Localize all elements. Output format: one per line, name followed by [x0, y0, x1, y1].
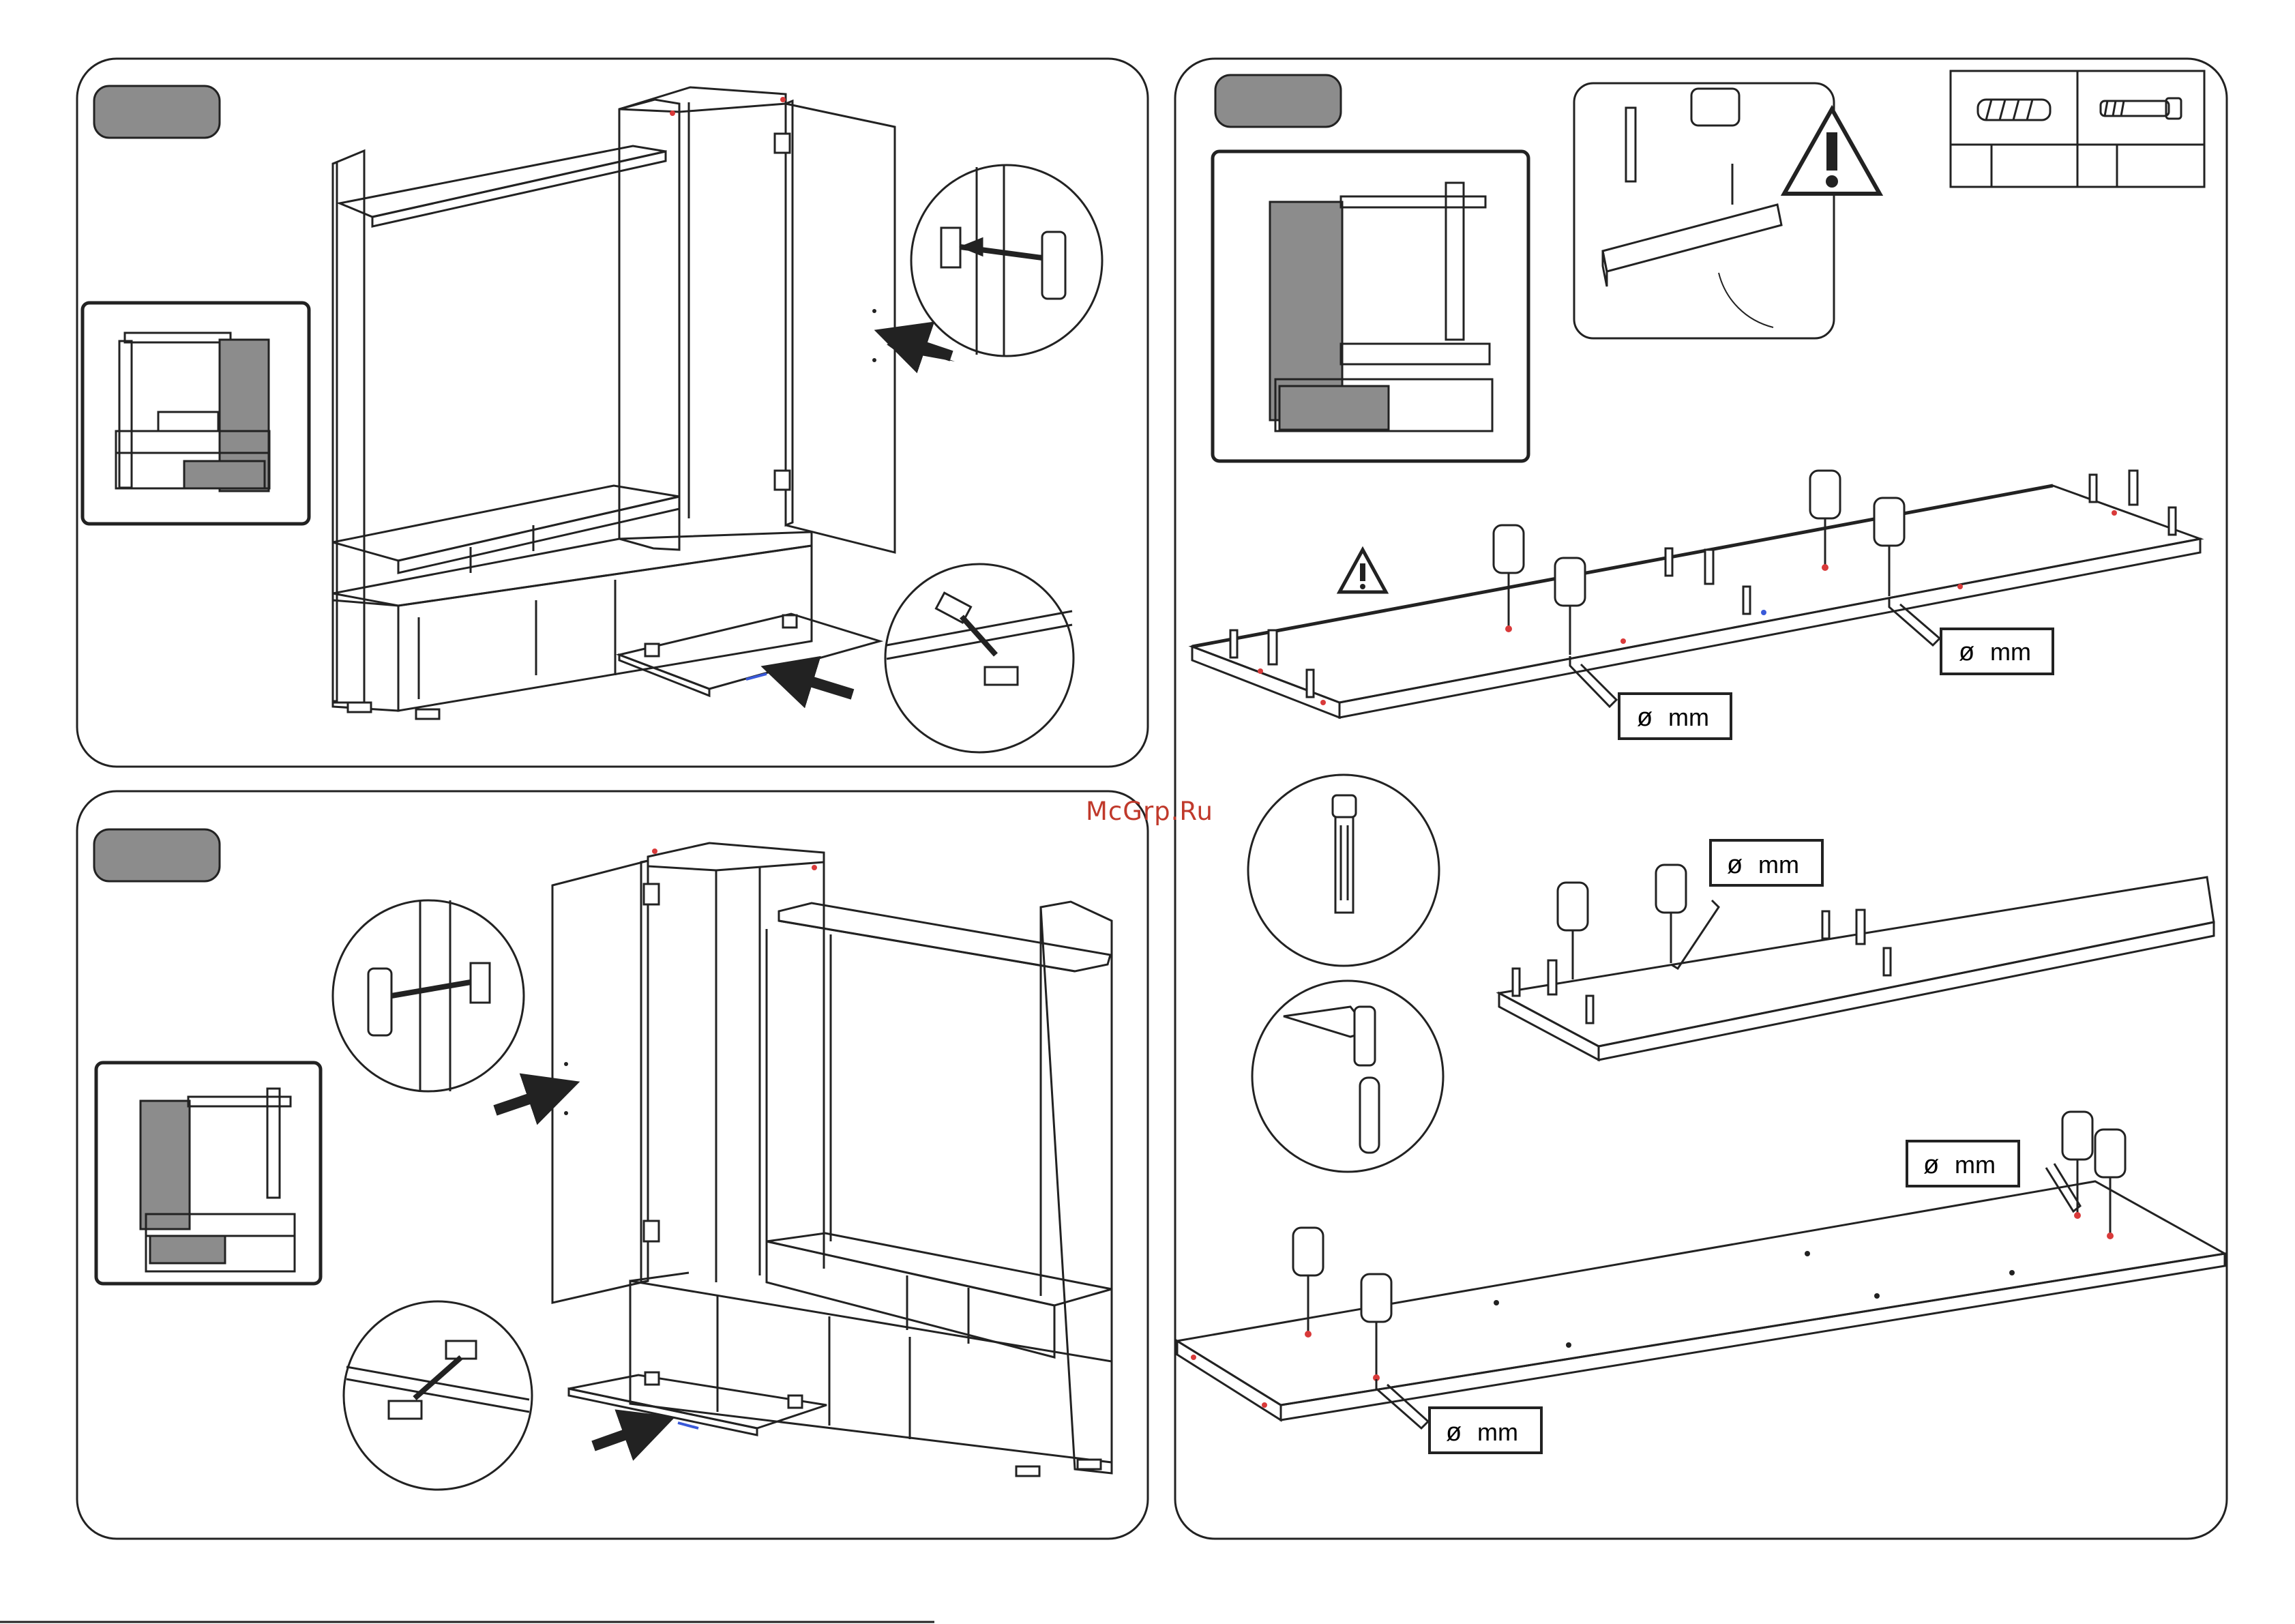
fitting-markers	[1258, 510, 2117, 705]
warning-icon	[1339, 550, 1386, 592]
arrow-icon	[495, 1089, 559, 1110]
warning-icon	[1784, 109, 1880, 194]
svg-text:mm: mm	[1668, 703, 1709, 731]
svg-text:ø: ø	[1446, 1418, 1462, 1447]
step-badge	[94, 829, 220, 881]
svg-text:mm: mm	[1955, 1151, 1996, 1179]
watermark: McGrp.Ru	[1086, 797, 1213, 826]
cam-bolt-icon	[2101, 98, 2181, 119]
fitting-markers	[670, 97, 876, 679]
hardware-table	[1951, 71, 2204, 187]
svg-text:ø: ø	[1923, 1151, 1939, 1179]
drilling-caution-box	[1574, 83, 1834, 338]
drill-icon	[1558, 865, 1686, 979]
svg-text:ø: ø	[1637, 703, 1653, 732]
fitting-markers	[564, 848, 817, 1428]
hinge-detail-circle-bottom	[344, 1301, 532, 1490]
svg-text:mm: mm	[1758, 851, 1799, 879]
board-3	[1177, 1181, 2225, 1420]
board-2	[1499, 877, 2214, 1060]
drill-icon	[1494, 471, 1904, 655]
svg-text:mm: mm	[1477, 1418, 1518, 1446]
step-badge	[1215, 75, 1341, 127]
hinge-detail-circle-bottom	[885, 564, 1074, 752]
hammer-detail-circle	[1252, 981, 1443, 1172]
overview-thumbnail	[1213, 151, 1528, 461]
arrow-icon	[782, 673, 853, 694]
svg-text:ø: ø	[1727, 851, 1743, 879]
diameter-callout: ø mm	[1907, 1141, 2080, 1211]
cabinet-drawing	[333, 87, 895, 719]
diameter-callout: ø mm	[1889, 597, 2053, 674]
step-panel-right: ø mm ø mm	[1175, 59, 2227, 1539]
board-1	[1192, 486, 2200, 718]
dowel-icon	[1978, 100, 2050, 120]
hinge-detail-circle-top	[911, 165, 1102, 356]
overview-thumbnail	[96, 1063, 321, 1284]
fitting-markers	[1191, 1212, 2114, 1408]
cabinet-drawing	[552, 843, 1112, 1476]
hinge-detail-circle-top	[333, 900, 524, 1091]
diameter-callout: ø mm	[1671, 840, 1822, 969]
svg-text:ø: ø	[1959, 638, 1974, 666]
direction-arrows	[782, 334, 955, 694]
cam-bolt-detail-circle	[1248, 775, 1439, 966]
arrow-icon	[593, 1424, 655, 1446]
step-panel-top-left	[77, 59, 1148, 767]
svg-text:mm: mm	[1990, 638, 2031, 666]
overview-thumbnail	[83, 303, 309, 524]
step-panel-bottom-left	[77, 791, 1148, 1539]
step-badge	[94, 86, 220, 138]
